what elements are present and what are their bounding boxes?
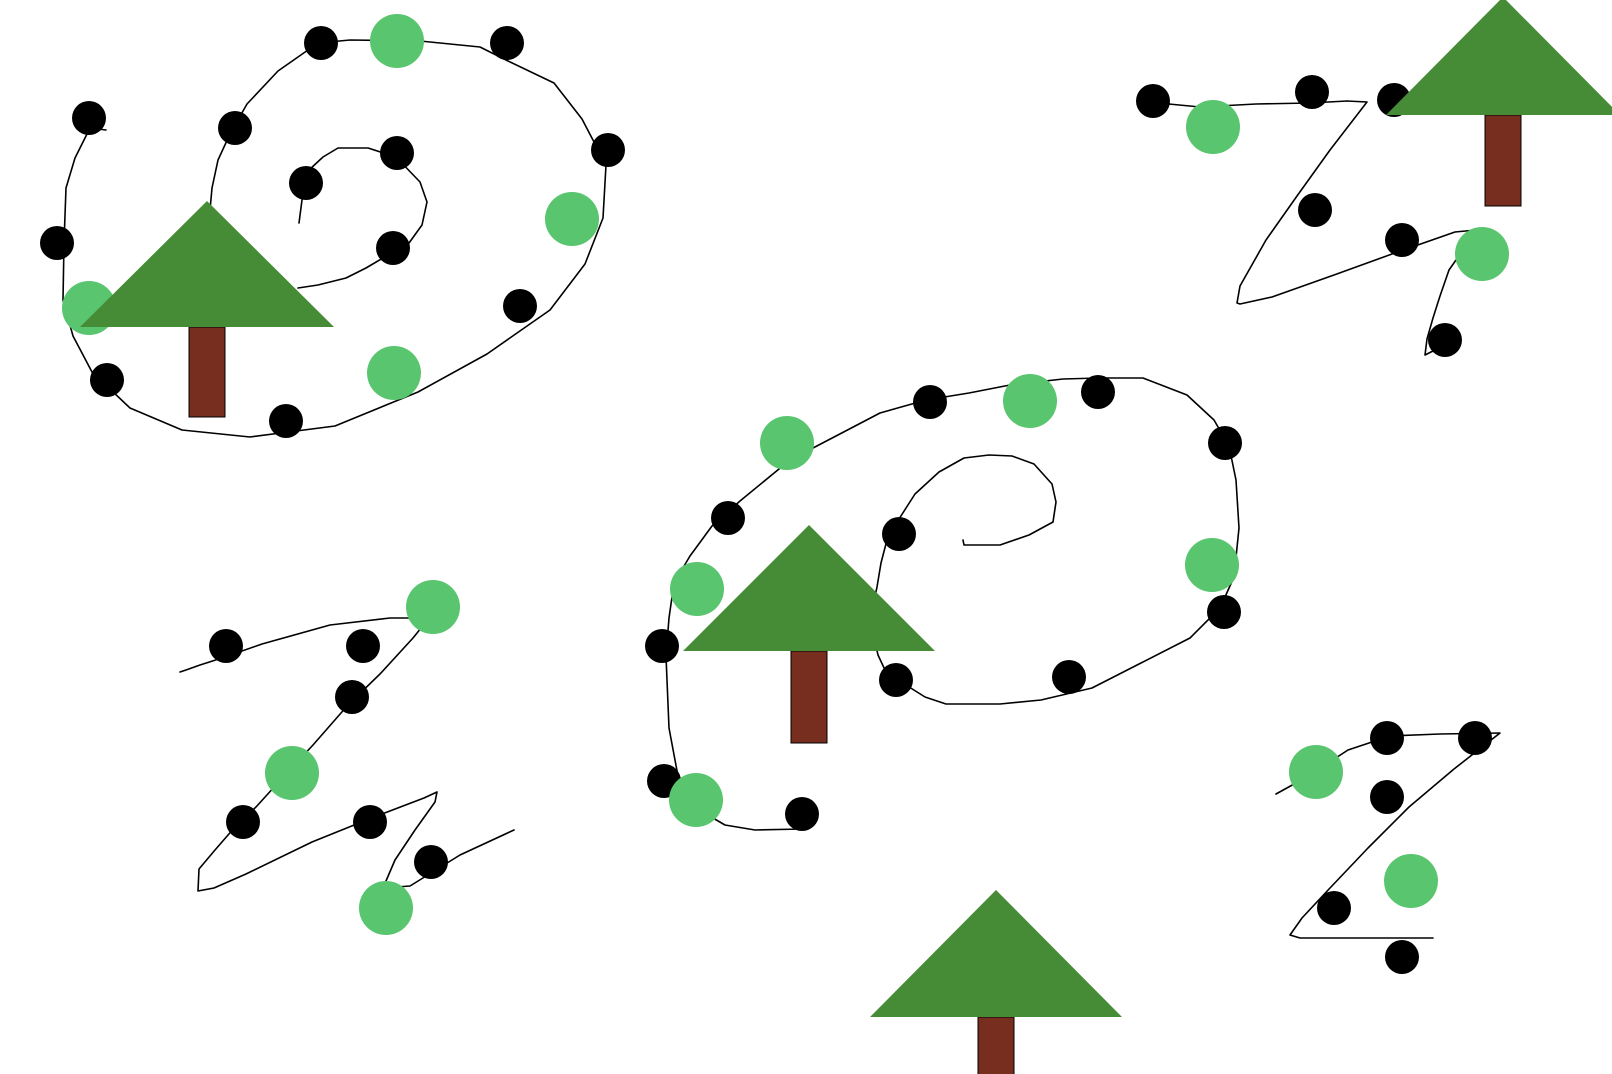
black-dot bbox=[209, 629, 243, 663]
tree-trunk bbox=[977, 1016, 1015, 1074]
tree bbox=[80, 201, 334, 418]
black-dot bbox=[289, 166, 323, 200]
green-dot bbox=[669, 773, 723, 827]
black-dot bbox=[353, 805, 387, 839]
black-dot bbox=[645, 629, 679, 663]
tree-canopy bbox=[683, 525, 935, 651]
green-dot bbox=[1186, 100, 1240, 154]
zigzag-path-bottom-right bbox=[1275, 732, 1501, 939]
black-dot bbox=[913, 385, 947, 419]
black-dot bbox=[376, 231, 410, 265]
spiral-path-top-left bbox=[62, 39, 607, 438]
tree-canopy bbox=[870, 890, 1122, 1017]
black-dot bbox=[72, 101, 106, 135]
black-dot bbox=[269, 404, 303, 438]
green-dot bbox=[1003, 374, 1057, 428]
zigzag-path-bottom-left bbox=[179, 611, 515, 892]
tree bbox=[683, 525, 935, 744]
tree bbox=[1386, 0, 1612, 207]
black-dot bbox=[879, 663, 913, 697]
black-dot bbox=[1295, 75, 1329, 109]
black-dot bbox=[90, 363, 124, 397]
green-dot bbox=[359, 881, 413, 935]
black-dot bbox=[1207, 595, 1241, 629]
black-dot bbox=[1385, 223, 1419, 257]
black-dot bbox=[226, 805, 260, 839]
zigzag-path-top-right bbox=[1147, 100, 1477, 356]
green-dot bbox=[670, 562, 724, 616]
green-dot bbox=[760, 416, 814, 470]
black-dot bbox=[591, 133, 625, 167]
black-dot bbox=[1458, 721, 1492, 755]
green-dot bbox=[1289, 745, 1343, 799]
black-dot bbox=[40, 226, 74, 260]
black-dot bbox=[346, 629, 380, 663]
black-dot bbox=[711, 501, 745, 535]
black-dot bbox=[335, 680, 369, 714]
tree-trunk bbox=[790, 650, 828, 744]
trees-layer bbox=[80, 0, 1612, 1074]
tree-canopy bbox=[1386, 0, 1612, 115]
black-dot bbox=[1428, 323, 1462, 357]
black-dot bbox=[1081, 375, 1115, 409]
tree bbox=[870, 890, 1122, 1074]
tree-trunk bbox=[1484, 114, 1522, 207]
black-dot bbox=[503, 289, 537, 323]
black-dot bbox=[1317, 891, 1351, 925]
green-dot bbox=[367, 346, 421, 400]
spiral-path-center bbox=[665, 377, 1240, 831]
green-dot bbox=[1384, 854, 1438, 908]
tree-canopy bbox=[80, 201, 334, 327]
dots-layer bbox=[40, 14, 1509, 974]
black-dot bbox=[414, 845, 448, 879]
tree-trunk bbox=[188, 326, 226, 418]
black-dot bbox=[1370, 721, 1404, 755]
green-dot bbox=[1185, 538, 1239, 592]
black-dot bbox=[882, 517, 916, 551]
black-dot bbox=[1052, 660, 1086, 694]
green-dot bbox=[265, 746, 319, 800]
black-dot bbox=[380, 136, 414, 170]
black-dot bbox=[1385, 940, 1419, 974]
black-dot bbox=[304, 26, 338, 60]
green-dot bbox=[545, 192, 599, 246]
green-dot bbox=[1455, 227, 1509, 281]
black-dot bbox=[1370, 780, 1404, 814]
black-dot bbox=[785, 797, 819, 831]
spiral-path-top-left-inner bbox=[297, 147, 428, 289]
black-dot bbox=[490, 26, 524, 60]
green-dot bbox=[406, 580, 460, 634]
paths-layer bbox=[62, 39, 1501, 939]
black-dot bbox=[218, 111, 252, 145]
black-dot bbox=[1208, 426, 1242, 460]
black-dot bbox=[1136, 84, 1170, 118]
green-dot bbox=[370, 14, 424, 68]
black-dot bbox=[1298, 193, 1332, 227]
